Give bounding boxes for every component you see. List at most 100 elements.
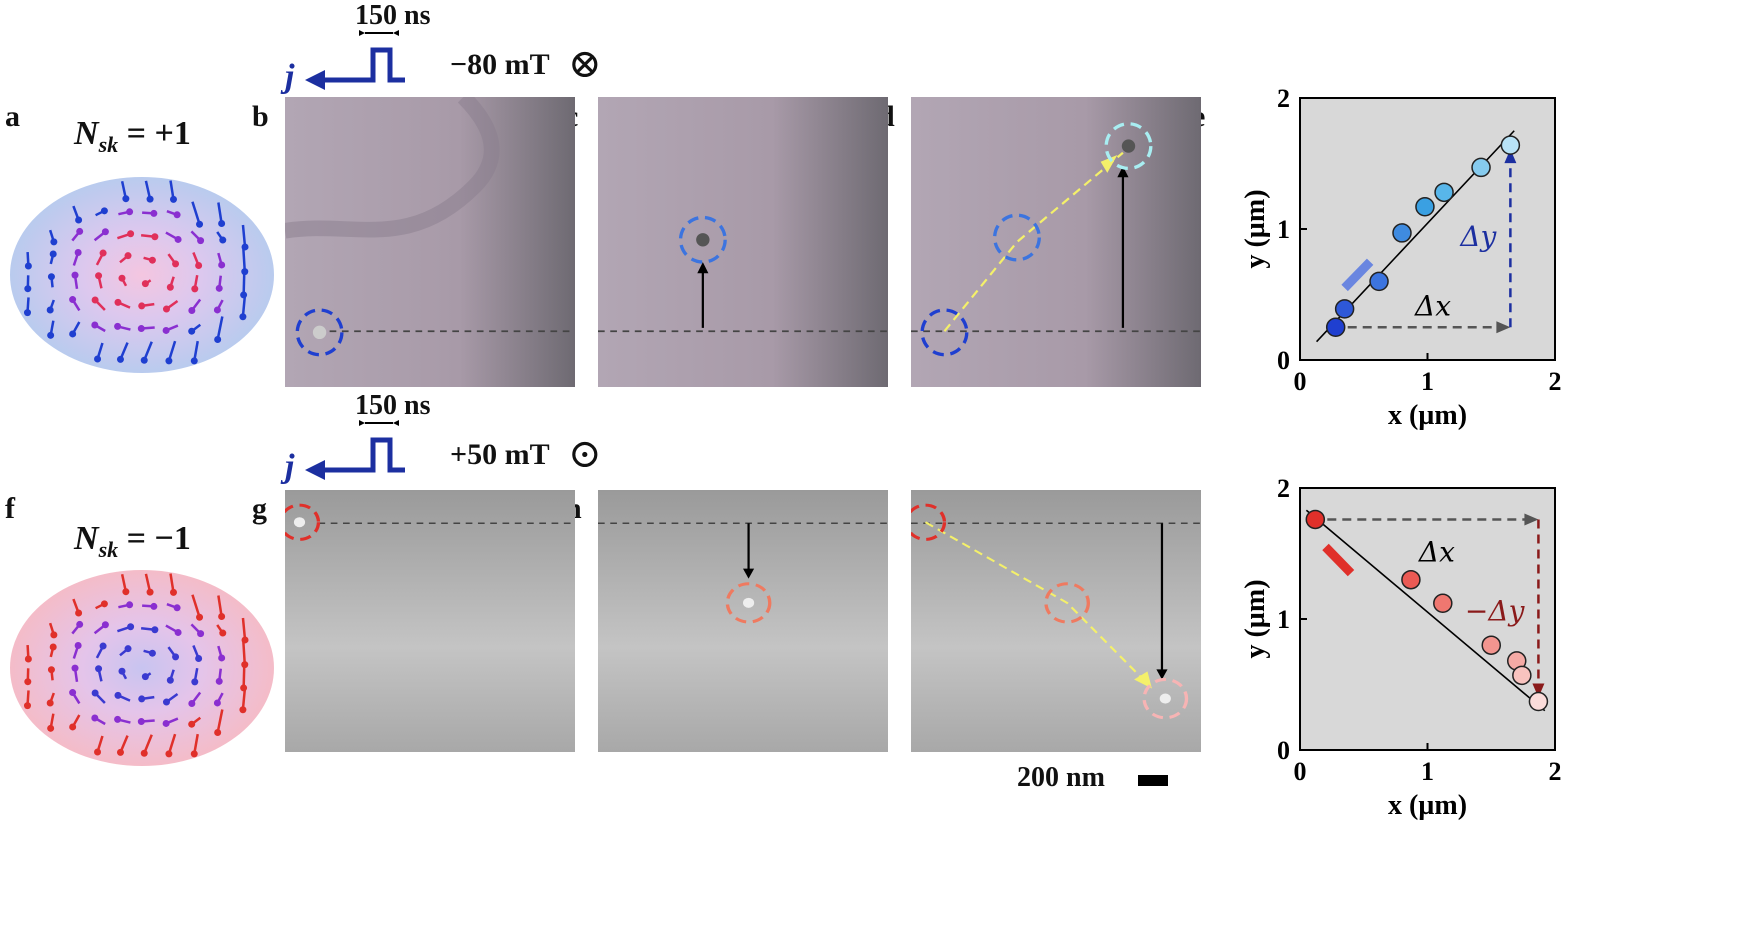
skyrmion-plus-spin-head <box>214 336 222 344</box>
skyrmion-minus-spin-head <box>114 715 122 723</box>
field-label-top: −80 mT <box>450 48 550 81</box>
skyrmion-minus-spin-head <box>150 602 158 610</box>
skyrmion-plus-spin-head <box>127 230 135 238</box>
skyrmion-plus-spin-head <box>146 195 154 203</box>
plot-e-y-tick-label: 1 <box>1277 215 1290 244</box>
mfm-image-b <box>285 97 575 387</box>
plot-e-data-point <box>1325 317 1346 337</box>
skyrmion-plus-spin-head <box>101 228 109 236</box>
plot-e-x-axis-label: x (µm) <box>1388 400 1467 431</box>
skyrmion-minus-spin-head <box>195 654 203 662</box>
skyrmion-minus-spin-head <box>215 677 223 685</box>
skyrmion-minus-spin-head <box>91 689 99 697</box>
skyrmion-minus-spin-head <box>188 699 196 707</box>
skyrmion-minus-spin-head <box>174 628 182 636</box>
plot-e-x-tick-label: 1 <box>1421 367 1434 396</box>
scalebar <box>1138 775 1168 786</box>
skyrmion-minus-spin-head <box>74 642 82 650</box>
plot-e-data-point <box>1434 182 1454 203</box>
skyrmion-minus-spin-head <box>162 719 170 727</box>
skyrmion-minus-spin-head <box>127 623 135 631</box>
skyrmion-plus-spin-head <box>140 356 148 364</box>
skyrmion-minus-spin-head <box>47 666 55 674</box>
skyrmion-plus-spin-head <box>137 325 145 333</box>
plot-e-x-tick-label: 0 <box>1294 367 1307 396</box>
skyrmion-plus-spin-head <box>172 260 180 268</box>
skyrmion-plus-spin-head <box>169 195 177 203</box>
skyrmion-minus-spin-arrow <box>242 662 246 688</box>
plot-e-data-point <box>1334 299 1355 319</box>
plot-e-data-point <box>1369 271 1389 292</box>
skyrmion-minus-spin-head <box>23 702 31 710</box>
skyrmion-plus-spin-head <box>165 357 173 365</box>
skyrmion-minus-spin-head <box>71 664 79 672</box>
skyrmion-plus-spin-head <box>94 355 102 363</box>
skyrmion-plus-spin-head <box>75 216 83 224</box>
plot-j-data-point <box>1433 593 1453 614</box>
field-into-page-icon: ⊗ <box>568 41 602 86</box>
skyrmion-minus-spin-arrow <box>216 709 224 733</box>
skyrmion-minus-spin-head <box>47 724 55 732</box>
panel-label-f: f <box>5 492 15 525</box>
plot-e-y-tick-label: 2 <box>1277 84 1290 113</box>
plot-e-data-point <box>1415 196 1435 217</box>
skyrmion-plus-spin-head <box>190 357 198 365</box>
skyrmion-minus-spin-head <box>141 673 149 681</box>
plot-e-data-point <box>1471 157 1491 178</box>
skyrmion-plus-spin-head <box>239 313 247 321</box>
skyrmion-minus-spin-head <box>114 691 122 699</box>
skyrmion-plus-spin-head <box>46 306 54 314</box>
plot-j-x-axis-label: x (µm) <box>1388 790 1467 821</box>
skyrmion-minus-spin-head <box>122 588 130 596</box>
skyrmion-minus-spin-head <box>214 729 222 737</box>
skyrmion-minus-spin-arrow <box>241 686 247 710</box>
skyrmion-plus-spin-head <box>141 280 149 288</box>
plot-j-data-point <box>1305 509 1326 530</box>
plot-j-data-point <box>1512 665 1532 686</box>
skyrmion-minus-spin-head <box>218 654 226 662</box>
plot-j-y-tick-label: 1 <box>1277 605 1290 634</box>
skyrmion-plus-spin-head <box>118 274 126 282</box>
skyrmion-plus-spin-arrow <box>241 246 247 272</box>
skyrmion-minus-spin-head <box>151 626 159 634</box>
skyrmion-minus-spin-head <box>76 620 84 628</box>
skyrmion-plus-spin-head <box>213 306 221 314</box>
skyrmion-minus-spin-head <box>126 601 134 609</box>
skyrmion-minus-spin-head <box>140 749 148 757</box>
skyrmion-minus-spin-head <box>91 714 99 722</box>
skyrmion-minus-spin-head <box>219 629 227 637</box>
plot-j-delta-y-label: −Δy <box>1465 594 1526 627</box>
current-label-bottom: j <box>285 448 295 485</box>
skyrmion-minus-spin-head <box>173 604 181 612</box>
skyrmion-minus-spin-arrow <box>191 594 201 618</box>
nsk-label-top: Nsk = +1 <box>74 115 191 157</box>
plot-j-y-tick-label: 2 <box>1277 474 1290 503</box>
skyrmion-minus-spin-head <box>166 676 174 684</box>
skyrmion-minus-spin-head <box>99 642 107 650</box>
skyrmion-plus-spin-head <box>91 321 99 329</box>
skyrmion-plus-spin-head <box>138 302 146 310</box>
skyrmion-plus-spin-head <box>47 331 55 339</box>
skyrmion-plus-spin-head <box>50 238 58 246</box>
plot-e-data-point <box>1500 135 1521 155</box>
skyrmion-minus-spin-head <box>169 588 177 596</box>
skyrmion-minus-spin-head <box>69 723 77 731</box>
skyrmion-plus-spin-head <box>76 227 84 235</box>
skyrmion-minus-spin-head <box>24 655 32 663</box>
skyrmion-minus-spin-head <box>100 600 108 608</box>
plot-j-fit-line <box>1305 509 1546 712</box>
skyrmion-minus-spin-head <box>197 630 205 638</box>
skyrmion-minus-spin-head <box>196 613 204 621</box>
skyrmion-plus-spin-head <box>99 249 107 257</box>
skyrmion-plus-spin-head <box>195 261 203 269</box>
skyrmion-plus-spin-arrow <box>241 293 247 317</box>
plot-e-delta-y-label: Δy <box>1459 220 1497 253</box>
skyrmion-plus-spin-head <box>148 256 156 264</box>
plot-j-x-tick-label: 2 <box>1549 757 1562 786</box>
skyrmion-minus-spin-head <box>239 706 247 714</box>
skyrmion-plus-spin-head <box>188 327 196 335</box>
skyrmion-minus-spin-head <box>75 609 83 617</box>
plot-j-y-axis-label: y (µm) <box>1240 579 1271 658</box>
skyrmion-plus-spin-head <box>24 262 32 270</box>
